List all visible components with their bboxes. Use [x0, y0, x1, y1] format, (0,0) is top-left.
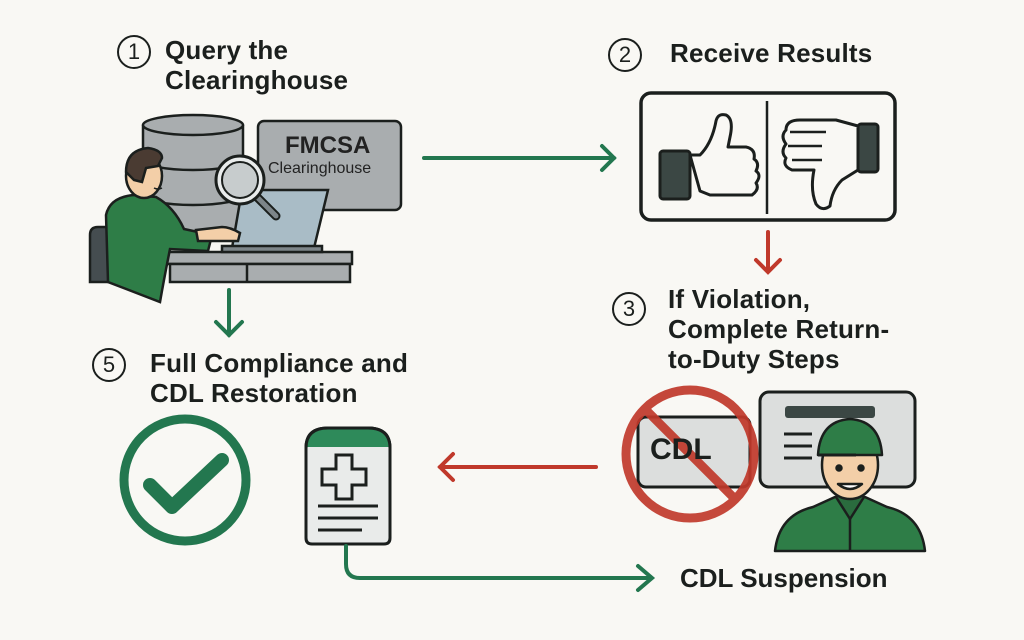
thumbs-down-icon	[781, 118, 880, 211]
step-number-badge: 1	[117, 35, 151, 69]
thumbs-up-icon	[658, 113, 761, 201]
person-icon	[104, 146, 242, 304]
step-title-line: CDL Restoration	[150, 378, 358, 408]
step-title-line: Clearinghouse	[165, 65, 349, 95]
arrow-step1-to-step5	[214, 288, 244, 338]
step-title-line: Full Compliance and	[150, 348, 409, 378]
step-title: Full Compliance and CDL Restoration	[150, 348, 408, 408]
step-title: Receive Results	[670, 38, 872, 68]
driver-icon	[773, 417, 927, 553]
step-title: Query the Clearinghouse	[165, 35, 348, 95]
cdl-suspension-label: CDL Suspension	[680, 563, 888, 593]
step-number-badge: 5	[92, 348, 126, 382]
clearinghouse-screen-title: FMCSA	[285, 132, 371, 159]
id-card-bar	[785, 406, 875, 418]
step-3-header: 3 If Violation, Complete Return- to-Duty…	[612, 284, 889, 374]
step-title-line: Query the	[165, 35, 289, 65]
medical-document-icon	[304, 426, 392, 546]
prohibited-icon	[621, 385, 759, 523]
desk-icon	[148, 250, 354, 284]
step-title: If Violation, Complete Return- to-Duty S…	[668, 284, 889, 374]
step-title-line: to-Duty Steps	[668, 344, 840, 374]
step-2-header: 2 Receive Results	[608, 38, 872, 72]
step-title-line: If Violation,	[668, 284, 811, 314]
step-number-badge: 2	[608, 38, 642, 72]
arrow-step3-to-medical-document	[437, 452, 598, 482]
arrow-step2-to-step3	[754, 230, 782, 275]
clearinghouse-screen-subtitle: Clearinghouse	[268, 160, 372, 177]
step-number-badge: 3	[612, 292, 646, 326]
check-circle-icon	[119, 414, 251, 546]
medical-cross-icon	[320, 453, 368, 501]
arrow-step1-to-step2	[422, 144, 617, 172]
step-5-header: 5 Full Compliance and CDL Restoration	[92, 348, 408, 408]
id-card-lines	[784, 432, 812, 460]
cdl-card-text: CDL	[650, 433, 712, 466]
step-title-line: Receive Results	[670, 38, 873, 68]
magnifier-icon	[214, 154, 281, 221]
step-1-header: 1 Query the Clearinghouse	[117, 35, 348, 95]
arrow-medical-to-suspension	[344, 544, 656, 592]
laptop-icon	[220, 188, 330, 254]
step-title-line: Complete Return-	[668, 314, 890, 344]
